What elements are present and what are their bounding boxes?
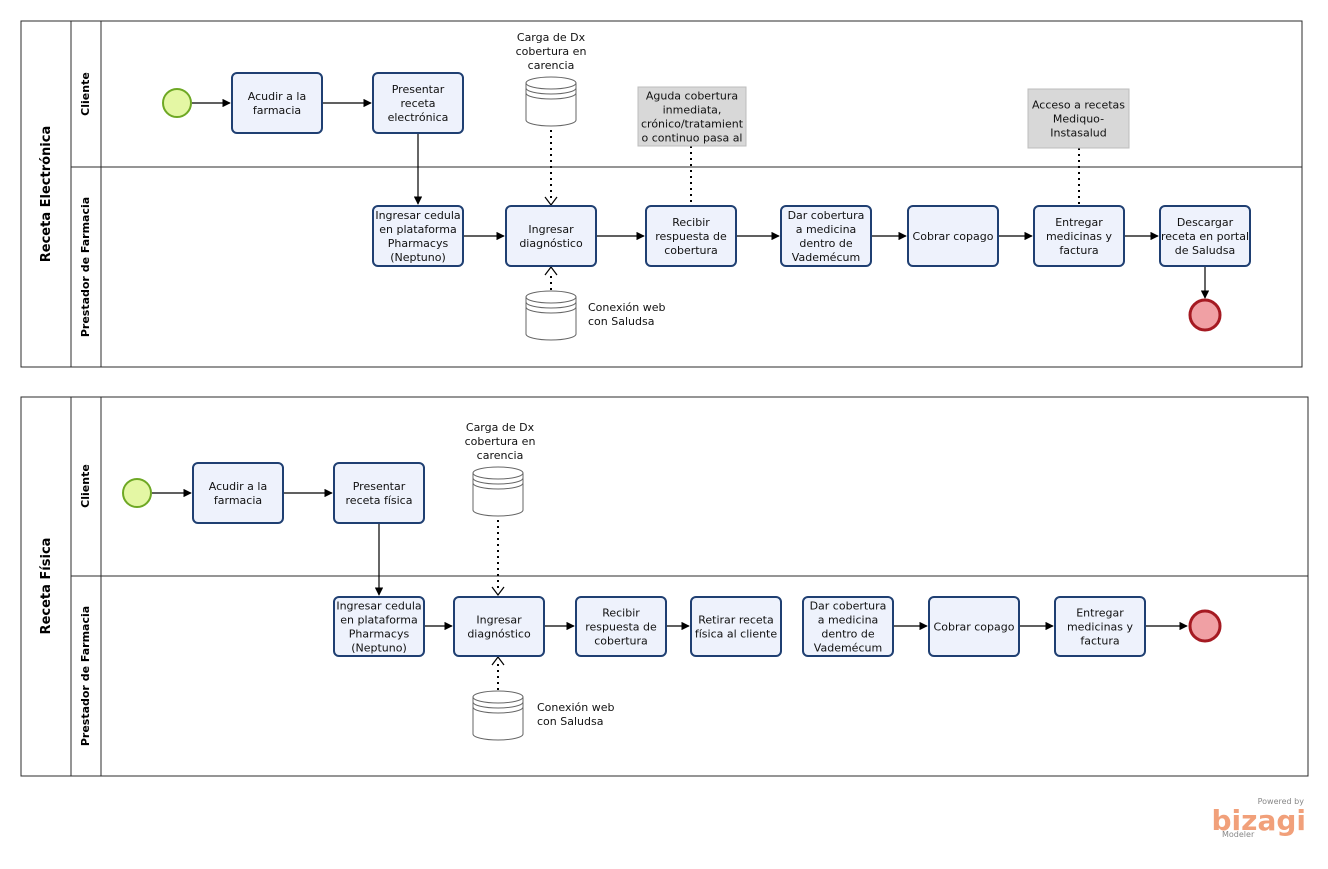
- lane-title-cliente: Cliente: [79, 72, 92, 116]
- pool-title: Receta Física: [39, 538, 54, 635]
- database-icon: [525, 76, 577, 127]
- task-cobrar-copago: Cobrar copago: [907, 205, 999, 267]
- pool-title: Receta Electrónica: [39, 126, 54, 262]
- lane-title-prestador: Prestador de Farmacia: [79, 197, 92, 337]
- end-event: [1188, 609, 1222, 643]
- lane-title-prestador: Prestador de Farmacia: [79, 606, 92, 746]
- brand-product: Modeler: [1222, 830, 1255, 839]
- bizagi-logo: Powered by bizagi Modeler: [1212, 797, 1306, 839]
- pool-receta-fisica: Receta Física Cliente Prestador de Farma…: [20, 396, 1309, 777]
- database-icon: [472, 690, 524, 741]
- database-icon: [472, 466, 524, 517]
- start-event: [162, 88, 192, 118]
- start-event: [122, 478, 152, 508]
- brand-name: bizagi: [1212, 804, 1306, 837]
- task-label: Cobrar copago: [934, 621, 1015, 634]
- end-event: [1188, 298, 1222, 332]
- assoc-head-fd1: [491, 586, 505, 596]
- powered-by-text: Powered by: [1258, 797, 1305, 806]
- task-cobrar-copago: Cobrar copago: [928, 596, 1020, 657]
- pool-receta-electronica: Receta Electrónica Cliente Prestador de …: [20, 20, 1303, 368]
- lane-title-cliente: Cliente: [79, 464, 92, 508]
- database-icon: [525, 290, 577, 341]
- task-label: Cobrar copago: [913, 230, 994, 243]
